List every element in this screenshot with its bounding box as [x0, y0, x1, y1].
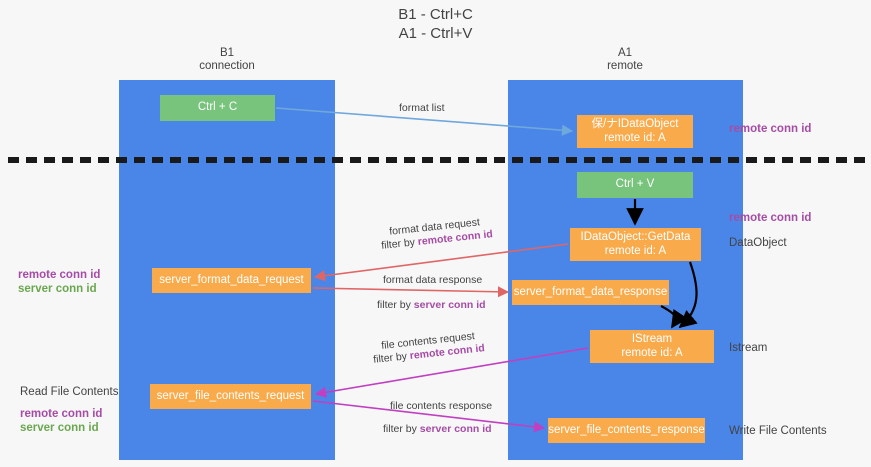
side-label-istream: Istream [729, 342, 768, 354]
arrow-format-data-request [313, 243, 569, 282]
legend-bottom: Read File Contents remote conn id server… [20, 385, 120, 435]
box-getdata-line2: remote id: A [604, 244, 667, 257]
column-header-a1-name: A1 [617, 47, 633, 59]
box-ctrl-c[interactable]: Ctrl + C [160, 95, 275, 121]
legend-middle-remote: remote conn id [18, 269, 101, 281]
title-line-2: A1 - Ctrl+V [398, 25, 473, 42]
arrow-label-format-data-response-filter: filter by server conn id [377, 298, 486, 312]
side-label-dataobject: DataObject [729, 237, 787, 249]
arrow-file-contents-response [312, 400, 546, 433]
filter-key-server-conn-id: server conn id [419, 423, 492, 435]
legend-bottom-server: server conn id [20, 422, 99, 434]
arrow-getdata-istream [678, 261, 698, 329]
legend-middle-server: server conn id [18, 283, 97, 295]
box-istream[interactable]: IStream remote id: A [590, 330, 714, 363]
box-ctrl-v[interactable]: Ctrl + V [577, 172, 693, 198]
box-idataobject-line1: 保/ナIDataObject [591, 118, 679, 130]
arrow-label-format-data-response: format data response [383, 274, 483, 286]
filter-prefix: filter by [383, 423, 420, 435]
legend-bottom-read: Read File Contents [20, 386, 119, 398]
box-server-format-data-response[interactable]: server_format_data_response [512, 280, 669, 305]
column-header-a1-sub: remote [607, 60, 643, 72]
box-getdata-line1: IDataObject::GetData [580, 231, 691, 243]
filter-prefix: filter by [380, 236, 419, 252]
box-server-file-contents-response-label: server_file_contents_response [548, 423, 705, 436]
legend-bottom-remote: remote conn id [20, 408, 103, 420]
box-server-format-data-request[interactable]: server_format_data_request [152, 268, 311, 293]
box-server-file-contents-request-label: server_file_contents_request [156, 389, 305, 402]
side-label-remote-conn-id-top: remote conn id [729, 123, 812, 135]
title-line-1: B1 - Ctrl+C [398, 6, 473, 23]
box-idataobject[interactable]: 保/ナIDataObject remote id: A [577, 115, 693, 148]
column-header-b1-name: B1 [219, 47, 235, 59]
arrow-label-format-list: format list [399, 102, 445, 114]
arrow-format-list [275, 107, 574, 136]
column-header-b1: B1 connection [152, 47, 302, 73]
box-idataobject-getdata[interactable]: IDataObject::GetData remote id: A [570, 228, 701, 261]
arrow-response-istream [660, 305, 689, 329]
box-server-file-contents-request[interactable]: server_file_contents_request [150, 384, 311, 409]
arrow-file-contents-request [314, 347, 589, 398]
box-ctrl-c-label: Ctrl + C [197, 101, 238, 114]
arrow-format-data-response [312, 286, 510, 298]
column-header-b1-sub: connection [199, 60, 255, 72]
box-server-format-data-response-label: server_format_data_response [513, 285, 668, 298]
box-server-file-contents-response[interactable]: server_file_contents_response [548, 418, 705, 443]
arrow-label-file-contents-response: file contents response [390, 400, 493, 412]
filter-prefix: filter by [372, 350, 411, 366]
side-label-remote-conn-id-mid: remote conn id [729, 212, 812, 224]
filter-prefix: filter by [377, 299, 414, 311]
legend-middle: remote conn id server conn id [18, 268, 118, 296]
box-server-format-data-request-label: server_format_data_request [159, 273, 304, 286]
box-istream-line1: IStream [631, 333, 673, 345]
side-label-write-file-contents: Write File Contents [729, 425, 827, 437]
arrow-label-file-contents-response-filter: filter by server conn id [383, 422, 492, 436]
page-title: B1 - Ctrl+C A1 - Ctrl+V [0, 5, 871, 43]
box-istream-line2: remote id: A [621, 346, 683, 359]
filter-key-server-conn-id: server conn id [413, 299, 486, 311]
box-idataobject-line2: remote id: A [604, 131, 666, 144]
box-ctrl-v-label: Ctrl + V [615, 178, 655, 191]
column-header-a1: A1 remote [550, 47, 700, 73]
